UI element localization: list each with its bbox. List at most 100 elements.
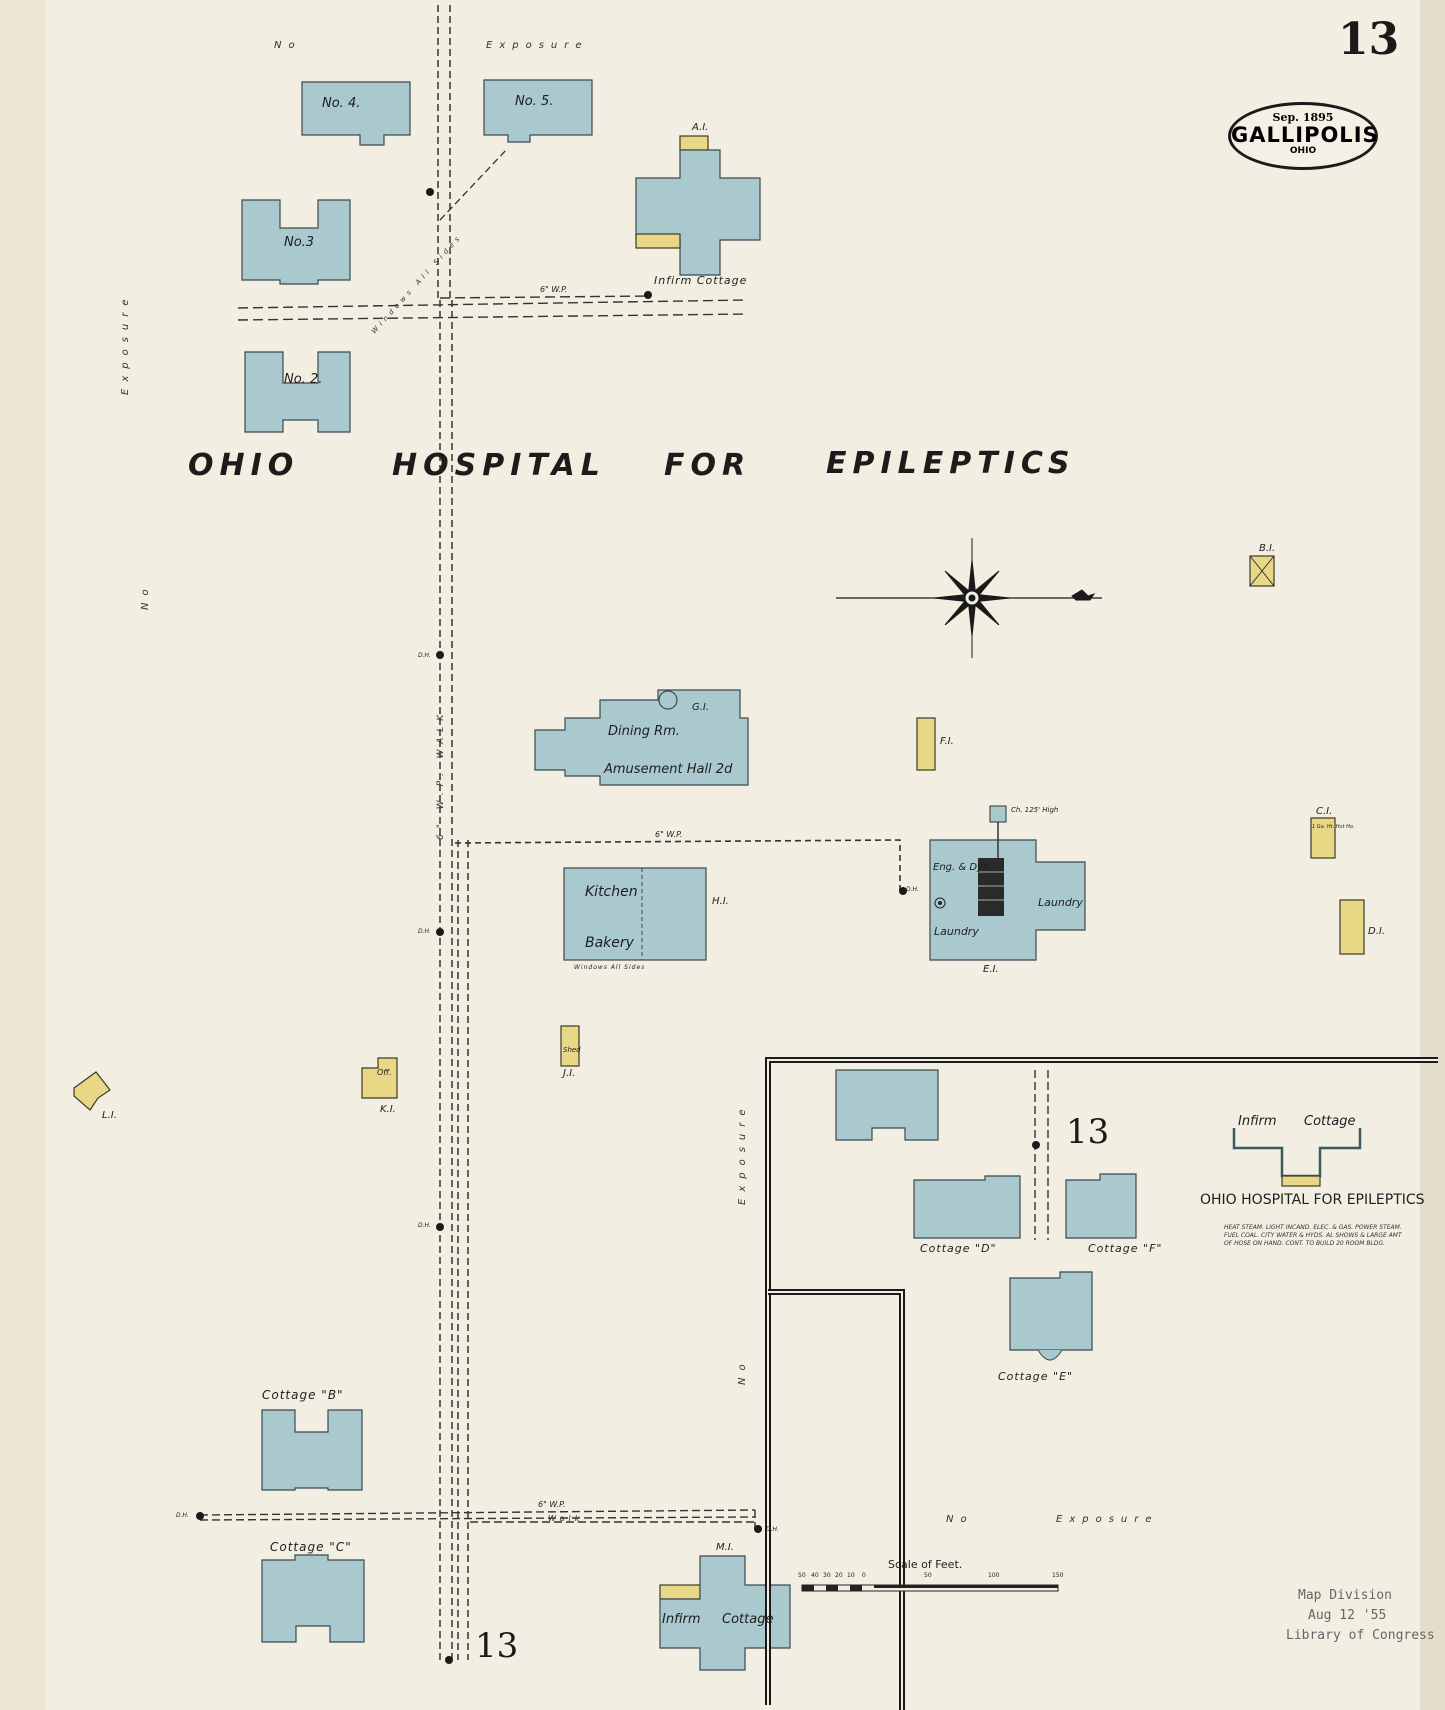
label-wp-middle: 6" W.P. [655, 830, 683, 839]
label-d1: D.I. [1368, 926, 1386, 937]
label-infirm-bottom-1: Infirm [662, 1612, 701, 1627]
label-dining: Dining Rm. [608, 724, 680, 739]
label-eng-dyn: Eng. & Dyn. [933, 862, 993, 873]
sheet-edge [0, 0, 46, 1710]
diagonal-walk [439, 147, 509, 221]
label-a1: A.I. [692, 122, 709, 133]
right-edge [1420, 0, 1445, 1710]
dining-round-tower [658, 690, 678, 710]
scale-tick-30: 30 [823, 1572, 831, 1579]
inset-title: OHIO HOSPITAL FOR EPILEPTICS [1200, 1192, 1425, 1208]
label-inset-num: 13 [1066, 1112, 1110, 1152]
badge-city: GALLIPOLIS [1231, 123, 1379, 147]
label-cottage-c: Cottage "C" [270, 1540, 352, 1554]
scale-tick-50: 50 [924, 1572, 932, 1579]
f1-frame [916, 717, 936, 771]
label-j1: J.I. [563, 1068, 576, 1079]
label-walk-bottom: Walk [548, 1514, 584, 1523]
label-dh-6: D.H. [906, 886, 919, 893]
scale-tick-40: 40 [811, 1572, 819, 1579]
stamp-line-3: Library of Congress [1286, 1628, 1435, 1643]
label-wp-top: 6" W.P. [540, 285, 568, 294]
scale-tick-100: 100 [988, 1572, 1000, 1579]
exposure-top-word: Exposure [486, 40, 589, 51]
exposure-inset-word: Exposure [737, 1102, 748, 1205]
top-walk [237, 295, 749, 321]
bottom-walk [199, 1070, 1049, 1530]
infirm-frame-addition [635, 233, 681, 249]
scale-tick-10: 10 [847, 1572, 855, 1579]
label-amusement: Amusement Hall 2d [604, 762, 733, 777]
scale-label: Scale of Feet. [888, 1558, 963, 1571]
scale-tick-0: 0 [862, 1572, 866, 1579]
label-cottage-f: Cottage "F" [1088, 1242, 1163, 1255]
label-laundry-2: Laundry [1038, 896, 1083, 909]
label-off: Off. [377, 1068, 392, 1077]
scale-tick-50l: 50 [798, 1572, 806, 1579]
badge-state: OHIO [1289, 146, 1317, 156]
inset-border [765, 1057, 1438, 1710]
label-c1: C.I. [1316, 806, 1333, 817]
label-dh-1: D.H. [418, 652, 431, 659]
label-no2: No. 2. [284, 372, 323, 387]
main-walk [437, 5, 469, 1660]
l1-frame [73, 1071, 111, 1111]
label-infirm-cottage-top: Infirm Cottage [654, 274, 748, 287]
exposure-left-word: Exposure [120, 292, 131, 395]
label-g1: G.I. [692, 702, 710, 713]
label-chimney: Ch. 125' High [1011, 806, 1059, 814]
exposure-top-no: No [274, 40, 302, 51]
c1-frame [1310, 817, 1336, 859]
label-windows-all-sides: Windows All Sides [574, 964, 646, 971]
label-no5: No. 5. [515, 94, 554, 109]
stamp-line-1: Map Division [1298, 1588, 1392, 1603]
chimney [989, 805, 1007, 823]
building-infirm-cottage-top [635, 149, 761, 276]
label-b1: B.I. [1259, 543, 1276, 554]
exposure-bottom-no: No [946, 1514, 974, 1525]
badge-date: Sep. 1895 [1272, 111, 1334, 124]
building-no4 [301, 81, 411, 146]
building-infirm-cottage-bottom [659, 1555, 791, 1671]
building-cottage-c [261, 1554, 365, 1643]
a1-frame [679, 135, 709, 151]
label-e1: E.I. [983, 964, 999, 975]
label-dh-3: D.H. [418, 1222, 431, 1229]
title-word-2: HOSPITAL [392, 448, 606, 483]
stamp-line-2: Aug 12 '55 [1308, 1608, 1387, 1623]
building-cottage-b [261, 1409, 363, 1491]
sheet-number: 13 [1338, 14, 1400, 65]
shed-frame [560, 1025, 580, 1067]
label-f1: F.I. [940, 736, 954, 747]
inset-note: HEAT STEAM. LIGHT INCAND. ELEC. & GAS. P… [1224, 1224, 1402, 1247]
title-word-4: EPILEPTICS [826, 446, 1076, 481]
label-bottom-num: 13 [475, 1626, 519, 1666]
label-no3: No.3 [284, 235, 315, 250]
building-no2 [244, 351, 351, 433]
label-walk-vertical: 6" W.P. WALK [436, 708, 446, 840]
building-no3 [241, 199, 351, 285]
title-word-3: FOR [664, 448, 752, 483]
label-h1: H.I. [712, 896, 729, 907]
label-kitchen: Kitchen [585, 884, 638, 900]
building-dining-hall [534, 689, 749, 786]
water-pipe-middle [454, 839, 901, 890]
label-m1: M.I. [716, 1542, 734, 1553]
inset-infirm-outline [1232, 1128, 1362, 1178]
exposure-inset-no: No [737, 1357, 748, 1385]
office-frame [361, 1057, 398, 1099]
label-infirm-bottom-2: Cottage [722, 1612, 774, 1627]
label-laundry-1: Laundry [934, 925, 979, 938]
label-dh-5: D.H. [766, 1526, 779, 1533]
exposure-bottom-word: Exposure [1056, 1514, 1159, 1525]
city-badge: Sep. 1895 GALLIPOLIS OHIO [1228, 102, 1378, 170]
label-bakery: Bakery [585, 935, 634, 951]
label-no4: No. 4. [322, 96, 361, 111]
building-cottage-d [913, 1175, 1021, 1239]
building-no5 [483, 79, 593, 143]
label-shed: Shed [563, 1046, 581, 1054]
boilers [978, 858, 1004, 916]
label-l1: L.I. [102, 1110, 117, 1121]
